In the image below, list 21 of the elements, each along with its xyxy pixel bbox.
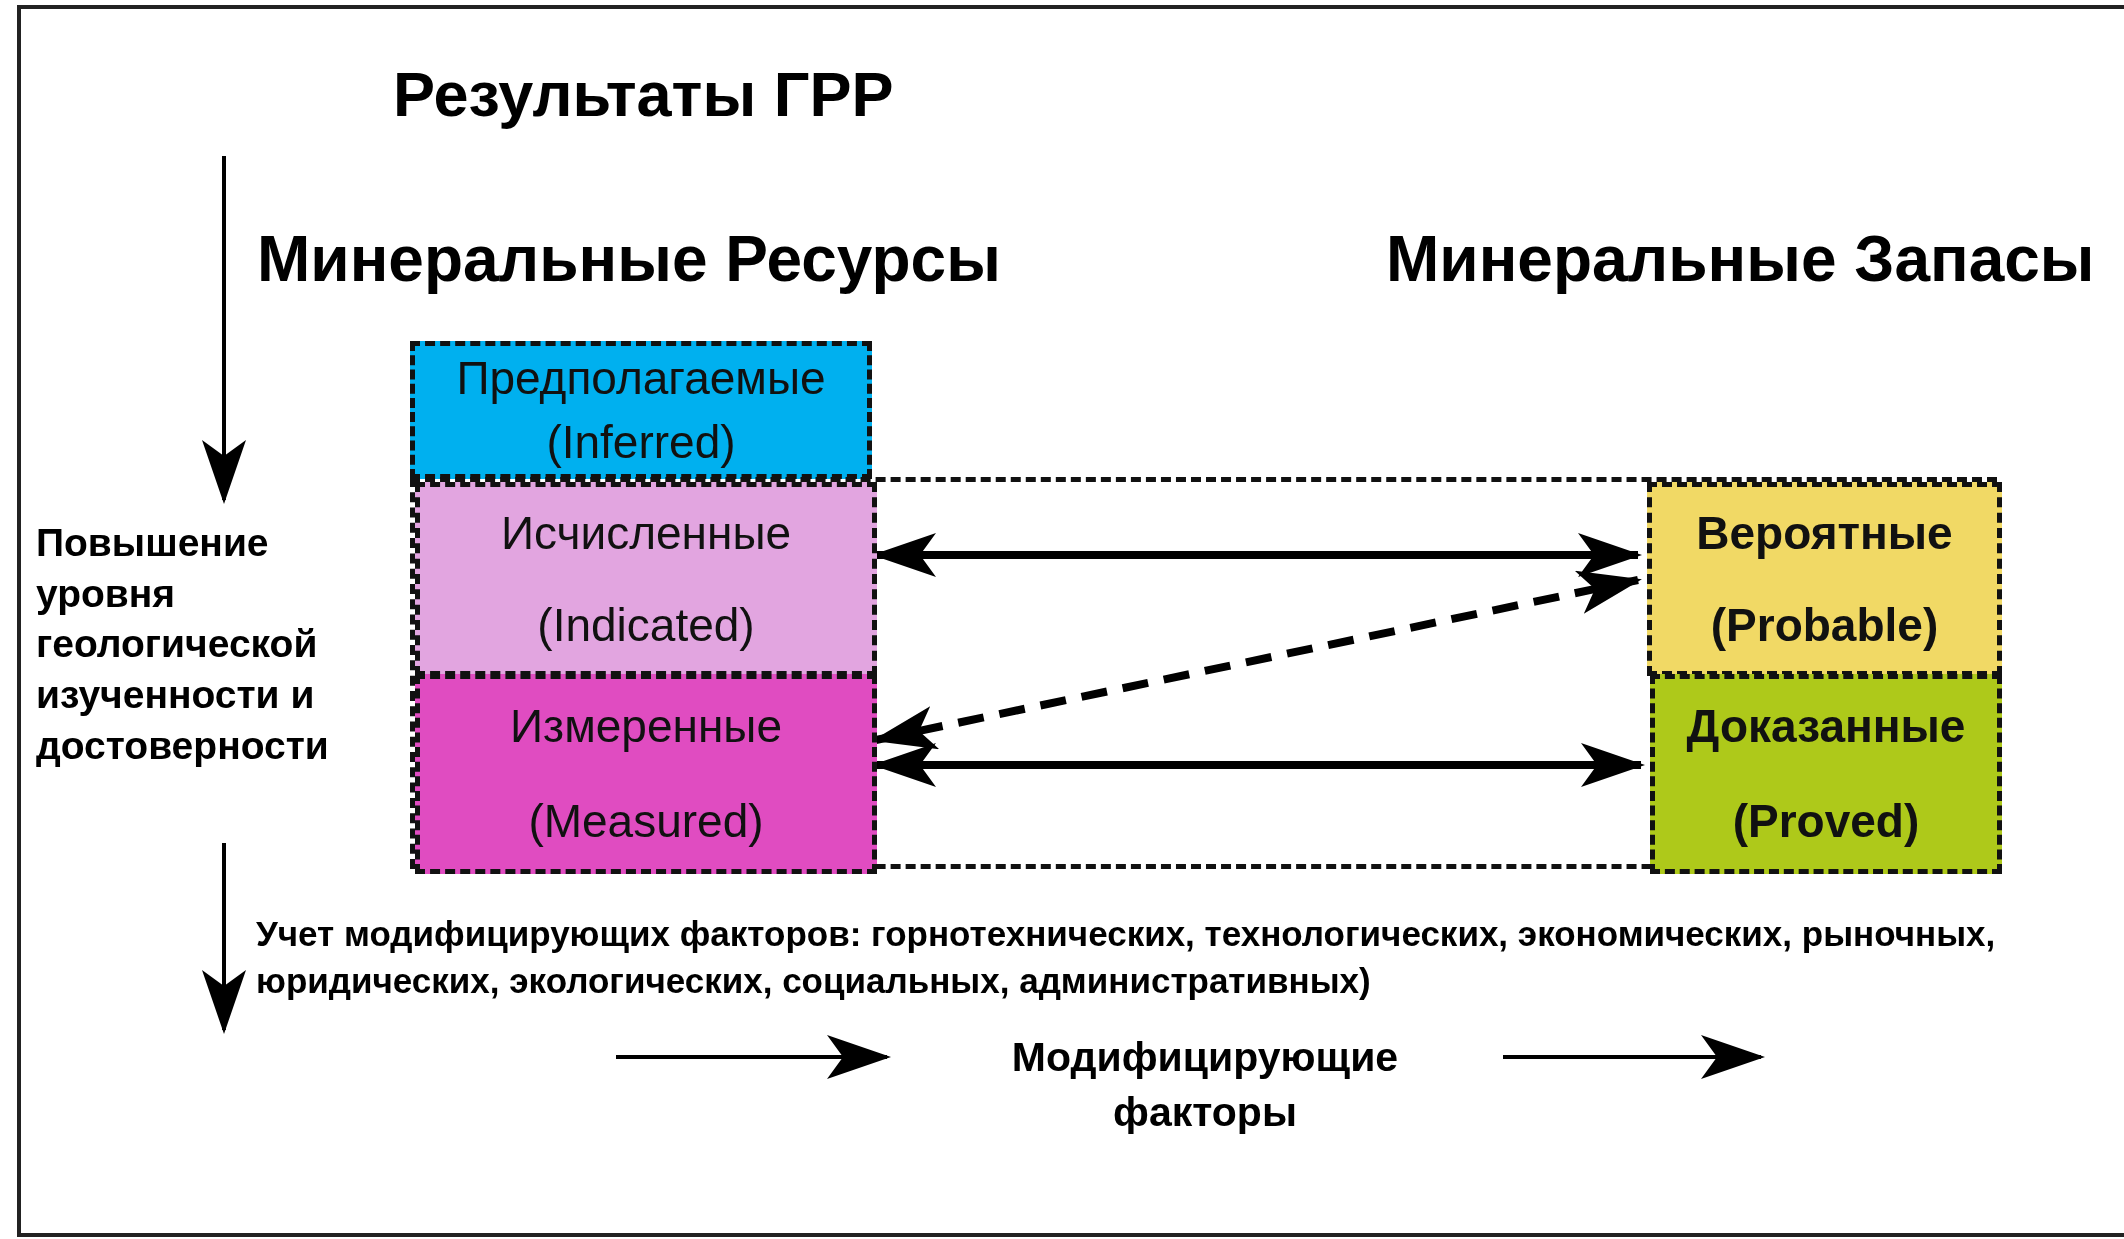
category-box xyxy=(415,482,877,676)
category-box xyxy=(1647,482,2002,676)
note: Учет модифицирующих факторов: горнотехнических, технологических, экономических, рыночных, юридических, экологических, социальных, административных) xyxy=(256,913,1997,1003)
category-label: (Indicated) xyxy=(537,599,755,651)
category-box xyxy=(1650,674,2002,874)
category-box xyxy=(410,341,872,479)
category-box xyxy=(415,674,877,874)
category-label: Исчисленные xyxy=(500,507,792,559)
category-label: Измеренные xyxy=(510,701,782,752)
arrow-caption: Модифицирующие факторы xyxy=(1010,1033,1400,1138)
category-label: Предполагаемые xyxy=(456,352,826,404)
section-heading: Минеральные Запасы xyxy=(1386,222,2095,297)
category-label: (Probable) xyxy=(1710,599,1939,651)
category-label: (Inferred) xyxy=(546,416,736,468)
section-heading: Минеральные Ресурсы xyxy=(257,222,1001,297)
category-label: (Measured) xyxy=(528,796,764,847)
category-label: Вероятные xyxy=(1696,507,1953,559)
category-label: (Proved) xyxy=(1732,796,1920,847)
axis-note: Повышение уровня геологической изученности и достоверности xyxy=(36,520,330,769)
category-label: Доказанные xyxy=(1686,701,1966,752)
title: Результаты ГРР xyxy=(393,58,894,131)
